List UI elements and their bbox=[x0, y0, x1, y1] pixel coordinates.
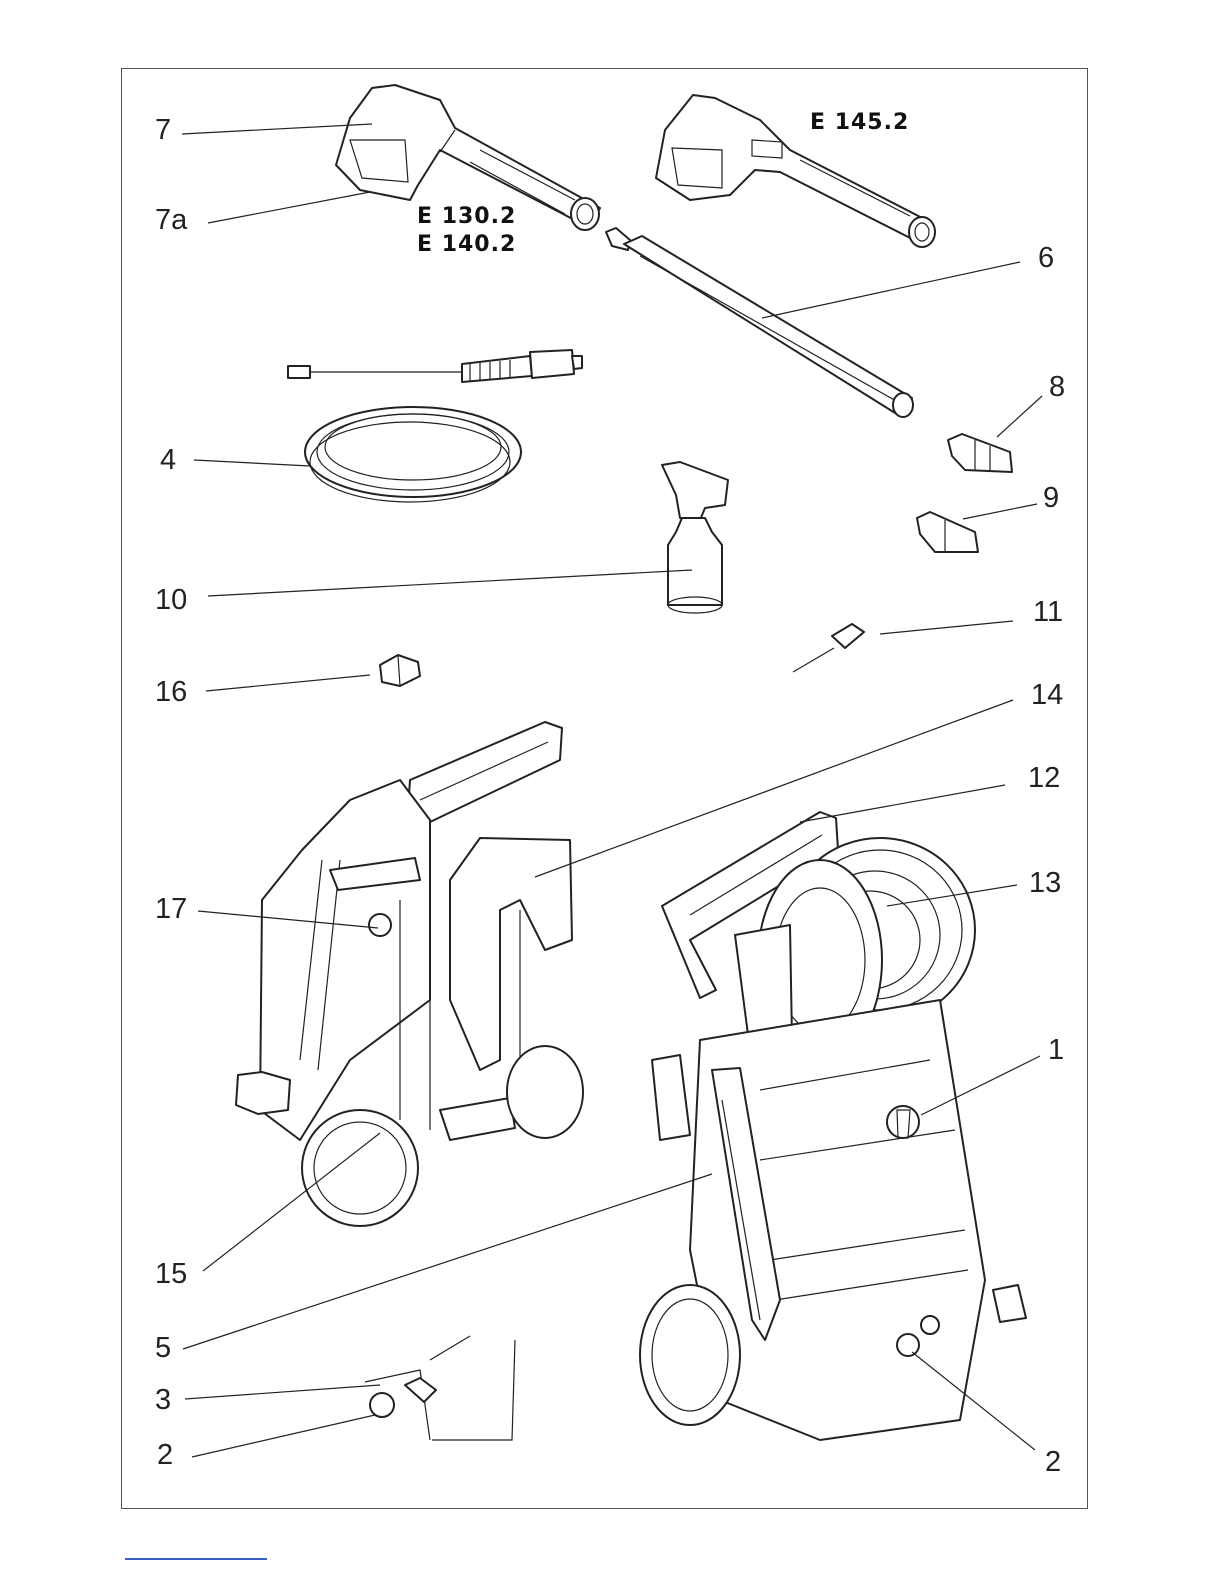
callout-8: 8 bbox=[1049, 373, 1065, 402]
callout-1: 1 bbox=[1048, 1036, 1064, 1065]
water-connector-part-16 bbox=[380, 655, 420, 686]
model-label-e130-e140: E 130.2 E 140.2 bbox=[417, 203, 516, 258]
lance-part-6 bbox=[606, 228, 913, 417]
callout-7: 7 bbox=[155, 116, 171, 145]
callout-9: 9 bbox=[1043, 484, 1059, 513]
callout-12: 12 bbox=[1028, 764, 1060, 793]
callout-3: 3 bbox=[155, 1386, 171, 1415]
callout-11: 11 bbox=[1033, 598, 1063, 627]
callout-2-right: 2 bbox=[1045, 1448, 1061, 1477]
callout-4: 4 bbox=[160, 446, 176, 475]
pressure-washer-front-view bbox=[640, 812, 1026, 1440]
callout-5: 5 bbox=[155, 1334, 171, 1363]
model-label-e130: E 130.2 bbox=[417, 203, 516, 231]
callout-2-left: 2 bbox=[157, 1441, 173, 1470]
callout-16: 16 bbox=[155, 678, 187, 707]
callout-14: 14 bbox=[1031, 681, 1063, 710]
inlet-outlet-detail bbox=[365, 1336, 515, 1440]
model-label-e145: E 145.2 bbox=[810, 109, 909, 137]
callout-6: 6 bbox=[1038, 244, 1054, 273]
callout-7a: 7a bbox=[155, 206, 187, 235]
callout-17: 17 bbox=[155, 895, 187, 924]
nozzle-cleaning-needle-part-11 bbox=[793, 624, 864, 672]
footer-link-underline[interactable] bbox=[125, 1558, 267, 1560]
high-pressure-hose-part-4 bbox=[288, 350, 582, 502]
callout-10: 10 bbox=[155, 586, 187, 615]
callout-13: 13 bbox=[1029, 869, 1061, 898]
pressure-washer-rear-view bbox=[236, 722, 583, 1226]
model-label-e140: E 140.2 bbox=[417, 231, 516, 259]
nozzle-part-8 bbox=[948, 434, 1012, 472]
foam-sprayer-part-10 bbox=[662, 462, 728, 613]
callout-15: 15 bbox=[155, 1260, 187, 1289]
